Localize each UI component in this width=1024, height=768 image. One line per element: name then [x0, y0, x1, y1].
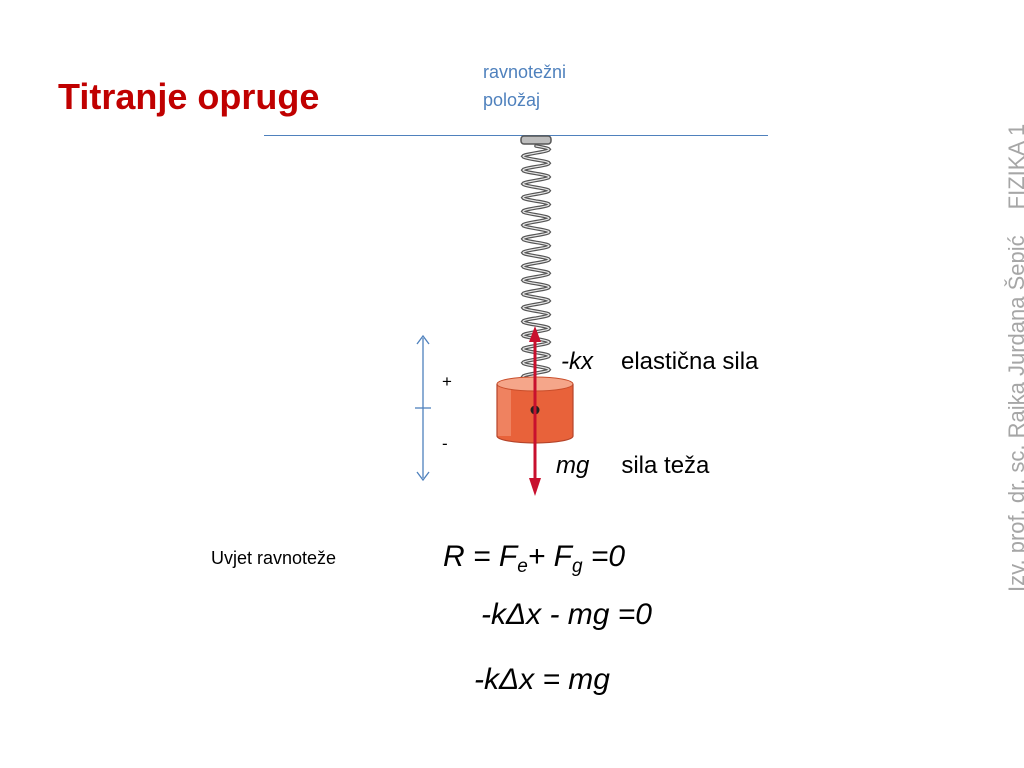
equilibrium-label-line1: ravnotežni [483, 62, 567, 82]
sidebar-author: Izv. prof. dr. sc. Rajka Jurdana Šepić [1004, 235, 1024, 592]
elastic-force-text: elastična sila [621, 348, 759, 375]
gravity-force-symbol: mg [556, 452, 590, 479]
equilibrium-condition-label: Uvjet ravnoteže [211, 548, 337, 568]
equilibrium-position-label: ravnotežni položaj [483, 58, 566, 114]
equation-spring-equilibrium: -kΔx = mg [474, 663, 610, 696]
equilibrium-label-line2: položaj [483, 90, 541, 110]
sidebar-course: FIZIKA 1 [1004, 124, 1024, 210]
equation-force-balance: -kΔx - mg =0 [481, 598, 652, 631]
sidebar-footer: Izv. prof. dr. sc. Rajka Jurdana Šepić FI… [1004, 124, 1024, 592]
gravity-force-text: sila teža [621, 452, 710, 479]
spring-mass-diagram [415, 135, 574, 496]
slide-title: Titranje opruge [58, 76, 320, 117]
equilibrium-line [264, 135, 768, 136]
gravity-force-label: mg sila teža [556, 452, 709, 480]
negative-direction-sign: - [442, 434, 448, 453]
positive-direction-sign: + [442, 372, 452, 391]
elastic-force-arrow [529, 326, 541, 410]
elastic-force-symbol: -kx [561, 348, 593, 375]
equation-resultant-force: R = Fe+ Fg =0 [443, 540, 626, 577]
gravity-force-arrow [529, 410, 541, 496]
elastic-force-label: -kx elastična sila [561, 348, 758, 376]
spring [520, 135, 552, 382]
displacement-axis [415, 334, 431, 482]
